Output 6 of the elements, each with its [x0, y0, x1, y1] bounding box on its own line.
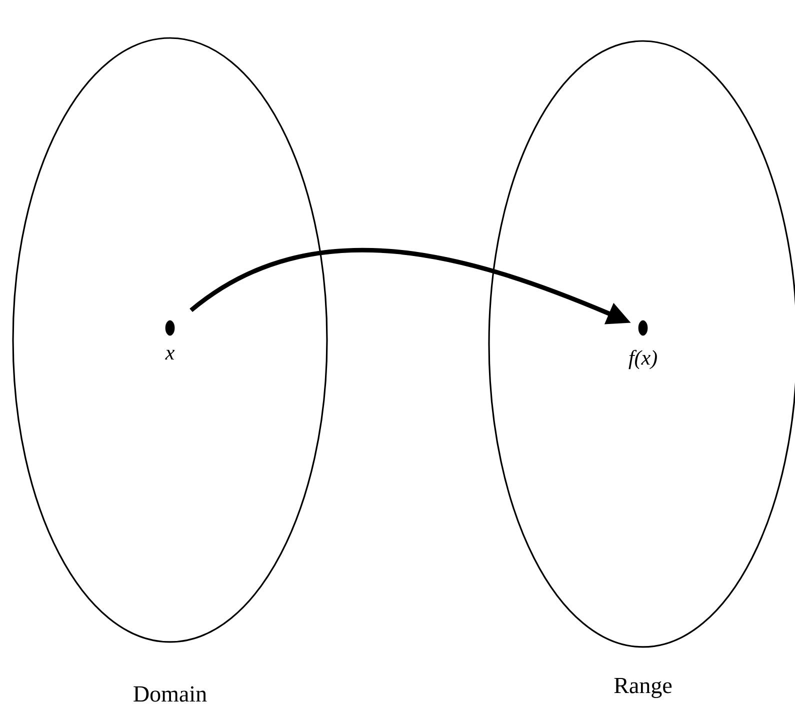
variable-label: f(x) [628, 350, 657, 370]
node-label: Domain [134, 686, 207, 702]
point-dot [628, 320, 657, 370]
point-dot [165, 320, 175, 360]
variable-label: x [165, 350, 175, 360]
node-label: Range [614, 678, 672, 698]
